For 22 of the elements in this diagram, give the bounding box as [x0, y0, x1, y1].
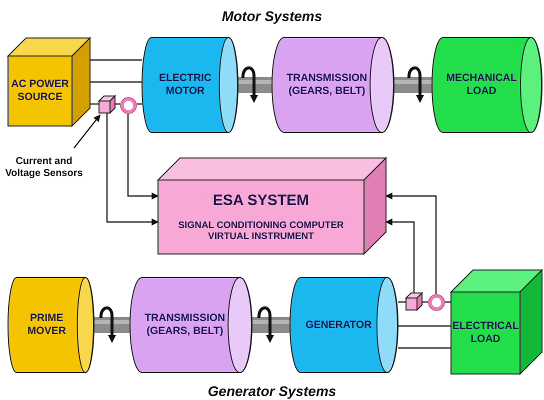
- block-label: AC POWER SOURCE: [10, 78, 70, 104]
- wire: [90, 81, 142, 83]
- signal-arrow: [385, 218, 415, 293]
- block-label: MECHANICAL LOAD: [445, 72, 518, 98]
- section-title: Generator Systems: [208, 383, 336, 399]
- block-label: GENERATOR: [306, 318, 372, 332]
- block-label: ELECTRICAL LOAD: [451, 320, 520, 346]
- signal-arrow: [385, 192, 437, 294]
- wire: [398, 347, 451, 349]
- block-subtitle: SIGNAL CONDITIONING COMPUTER VIRTUAL INSTRUMENT: [177, 220, 345, 242]
- wire: [90, 59, 142, 61]
- signal-arrow: [106, 113, 159, 226]
- wire: [398, 325, 451, 327]
- section-title: Motor Systems: [222, 8, 322, 24]
- block-label: TRANSMISSION (GEARS, BELT): [286, 72, 368, 98]
- block-label: ELECTRIC MOTOR: [158, 72, 212, 98]
- block-label: TRANSMISSION (GEARS, BELT): [144, 312, 226, 338]
- block-label: PRIME MOVER: [26, 312, 67, 338]
- sensor-caption: Current and Voltage Sensors: [4, 156, 84, 180]
- leader-line: [74, 114, 100, 148]
- signal-arrow: [127, 114, 159, 200]
- block-label: ESA SYSTEM: [212, 192, 310, 210]
